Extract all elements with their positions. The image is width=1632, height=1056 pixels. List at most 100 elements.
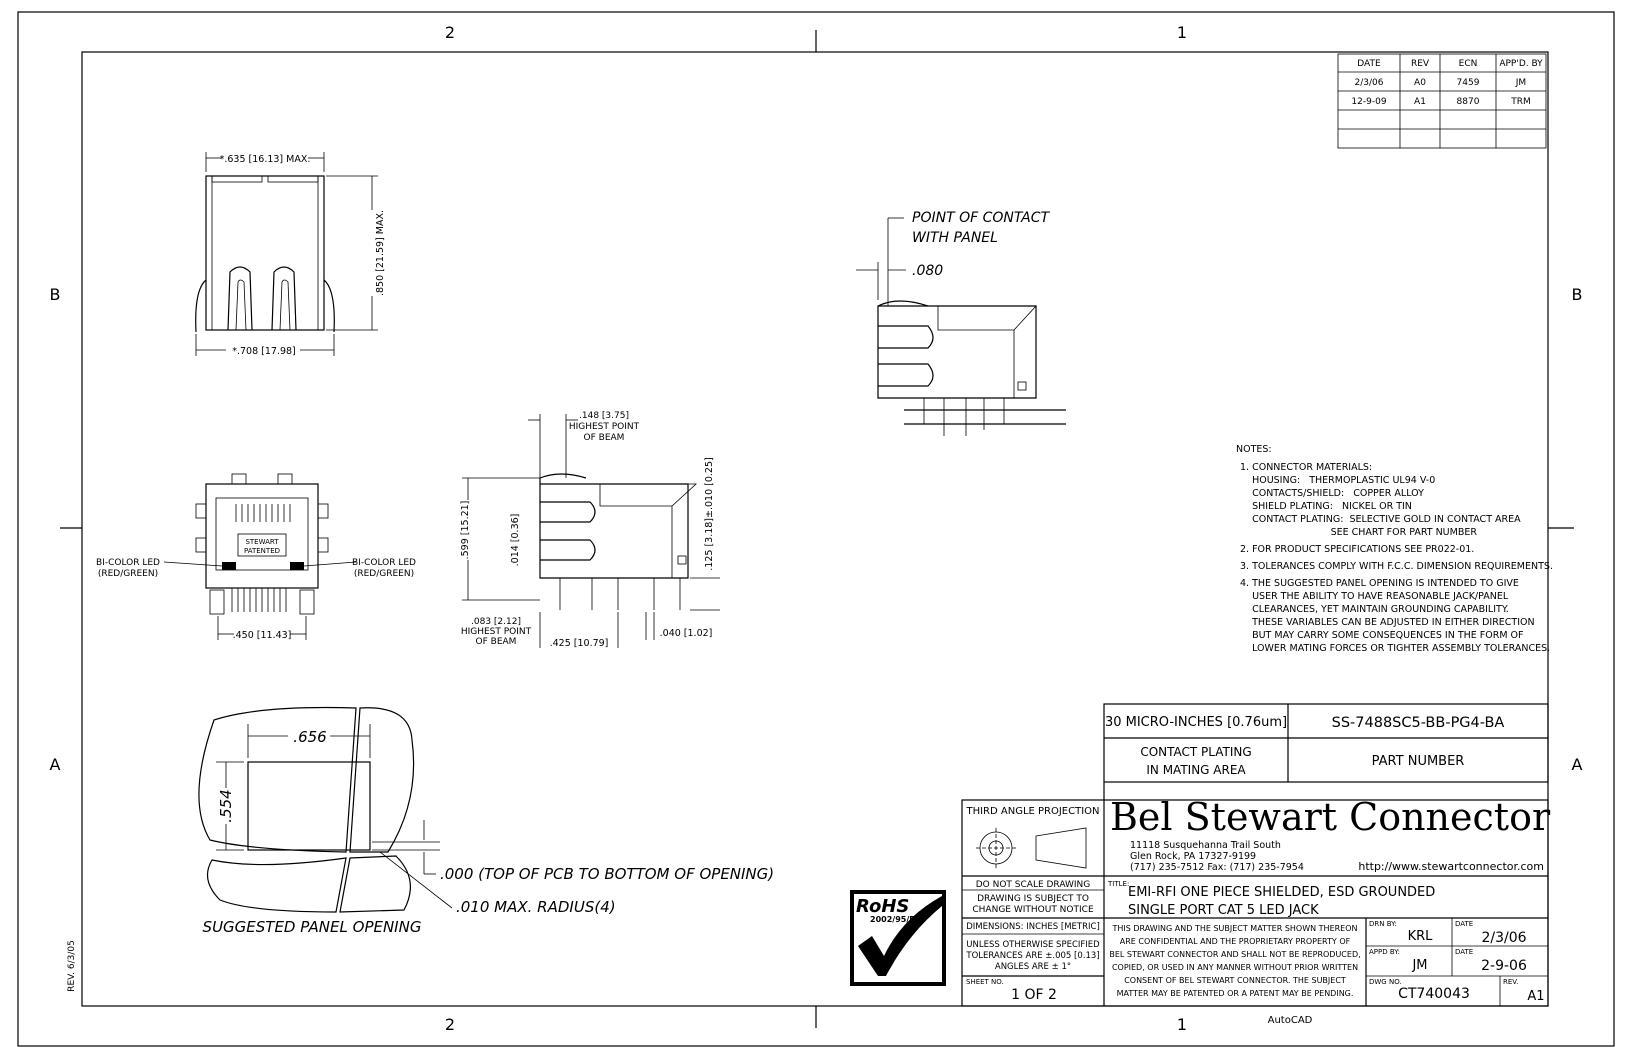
autocad-label: AutoCAD xyxy=(1268,1015,1313,1026)
rohs-logo: RoHS 2002/95/EC xyxy=(850,890,946,986)
confidential-line: BEL STEWART CONNECTOR AND SHALL NOT BE R… xyxy=(1109,950,1360,959)
side-ofbeam-2: OF BEAM xyxy=(476,637,517,647)
revision-table: DATE REV ECN APP'D. BY 2/3/06 A0 7459 JM… xyxy=(1337,53,1547,149)
led-left xyxy=(222,562,236,570)
side-dim-125: .125 [3.18]±.010 [0.25] xyxy=(704,457,715,570)
appd-by: JM xyxy=(1411,958,1427,973)
sheet-label: SHEET NO. xyxy=(966,978,1004,986)
rev-cell: 2/3/06 xyxy=(1355,78,1384,88)
note-line: CLEARANCES, YET MAINTAIN GROUNDING CAPAB… xyxy=(1240,604,1509,615)
appd-by-label: APPD BY: xyxy=(1369,948,1400,956)
rev-cell: A1 xyxy=(1414,97,1426,107)
bottom-patented: PATENTED xyxy=(244,547,280,555)
tolerance-3: ANGLES ARE ± 1° xyxy=(995,962,1071,972)
note-line: 2. FOR PRODUCT SPECIFICATIONS SEE PR022-… xyxy=(1240,544,1474,555)
panel-dim-000: .000 (TOP OF PCB TO BOTTOM OF OPENING) xyxy=(440,865,774,883)
confidential-line: MATTER MAY BE PATENTED OR A PATENT MAY B… xyxy=(1117,989,1354,998)
note-line: CONTACT PLATING: SELECTIVE GOLD IN CONTA… xyxy=(1240,514,1521,525)
tolerance-1: UNLESS OTHERWISE SPECIFIED xyxy=(966,940,1100,950)
note-line: 3. TOLERANCES COMPLY WITH F.C.C. DIMENSI… xyxy=(1240,561,1553,572)
led-right-label-1: BI-COLOR LED xyxy=(352,558,416,568)
note-line: 1. CONNECTOR MATERIALS: xyxy=(1240,462,1372,473)
rev-header-rev: REV xyxy=(1411,59,1430,69)
confidential-line: COPIED, OR USED IN ANY MANNER WITHOUT PR… xyxy=(1112,963,1358,972)
rev-value: A1 xyxy=(1527,989,1544,1004)
note-line: USER THE ABILITY TO HAVE REASONABLE JACK… xyxy=(1240,591,1509,602)
inner-border xyxy=(81,51,1549,1007)
date-label-1: DATE xyxy=(1455,920,1473,928)
side-view: .148 [3.75] HIGHEST POINT OF BEAM .599 [… xyxy=(460,411,720,649)
part-number-value: SS-7488SC5-BB-PG4-BA xyxy=(1332,715,1505,731)
note-line: SEE CHART FOR PART NUMBER xyxy=(1240,527,1477,538)
front-dim-bottom: *.708 [17.98] xyxy=(232,346,296,357)
bottom-dim-pitch: .450 [11.43] xyxy=(233,630,292,641)
contact-point-label: POINT OF CONTACT xyxy=(912,210,1050,226)
zone-label-bottom-1: 1 xyxy=(1177,1015,1187,1034)
address-2: Glen Rock, PA 17327-9199 xyxy=(1130,851,1256,862)
drawing-title-1: EMI-RFI ONE PIECE SHIELDED, ESD GROUNDED xyxy=(1128,885,1435,900)
title-label: TITLE: xyxy=(1107,880,1129,888)
confidential-line: THIS DRAWING AND THE SUBJECT MATTER SHOW… xyxy=(1111,924,1357,933)
panel-dim-656: .656 xyxy=(293,728,326,746)
side-beam-bottom: .083 [2.12] xyxy=(471,617,521,627)
contact-dim-080: .080 xyxy=(912,263,943,279)
zone-label-bottom-2: 2 xyxy=(445,1015,455,1034)
tolerance-2: TOLERANCES ARE ±.005 [0.13] xyxy=(965,951,1099,961)
zone-label-top-2: 2 xyxy=(445,23,455,42)
projection-label: THIRD ANGLE PROJECTION xyxy=(965,806,1099,817)
date-1: 2/3/06 xyxy=(1481,930,1526,946)
change-note-2: CHANGE WITHOUT NOTICE xyxy=(972,905,1094,915)
note-line: 4. THE SUGGESTED PANEL OPENING IS INTEND… xyxy=(1240,578,1519,589)
side-beam-top: .148 [3.75] xyxy=(579,411,629,421)
drawing-title-2: SINGLE PORT CAT 5 LED JACK xyxy=(1128,903,1319,918)
rohs-text: RoHS xyxy=(856,896,909,917)
zone-label-left-a: A xyxy=(50,755,61,774)
note-line: BUT MAY CARRY SOME CONSEQUENCES IN THE F… xyxy=(1240,630,1524,641)
front-dim-top: *.635 [16.13] MAX. xyxy=(220,154,311,165)
website: http://www.stewartconnector.com xyxy=(1358,860,1544,873)
address-1: 11118 Susquehanna Trail South xyxy=(1130,840,1281,851)
notes-heading: NOTES: xyxy=(1236,444,1272,455)
part-number-label: PART NUMBER xyxy=(1372,754,1465,769)
plating-label-1: CONTACT PLATING xyxy=(1140,745,1251,759)
rev-cell: A0 xyxy=(1414,78,1426,88)
projection-symbol xyxy=(976,827,1087,869)
title-block: THIRD ANGLE PROJECTION Bel Stewart Conne… xyxy=(961,782,1551,1007)
side-ofbeam-1: OF BEAM xyxy=(584,433,625,443)
front-dim-height: .850 [21.59] MAX. xyxy=(375,210,386,296)
rev-cell: TRM xyxy=(1510,97,1531,107)
note-line: THESE VARIABLES CAN BE ADJUSTED IN EITHE… xyxy=(1240,617,1535,628)
side-dim-040: .040 [1.02] xyxy=(660,628,713,639)
bottom-view: STEWART PATENTED BI-COLOR LED (RED/GREEN… xyxy=(96,473,416,641)
drn-by-label: DRN BY: xyxy=(1369,920,1397,928)
change-note-1: DRAWING IS SUBJECT TO xyxy=(977,894,1089,904)
side-dim-014: .014 [0.36] xyxy=(510,514,521,567)
zone-label-top-1: 1 xyxy=(1177,23,1187,42)
rev-cell: 7459 xyxy=(1457,78,1480,88)
rohs-directive: 2002/95/EC xyxy=(870,915,921,924)
led-right xyxy=(290,562,304,570)
date-label-2: DATE xyxy=(1455,948,1473,956)
confidential-line: CONSENT OF BEL STEWART CONNECTOR. THE SU… xyxy=(1124,976,1346,985)
bottom-stewart: STEWART xyxy=(245,538,279,546)
panel-opening-rect xyxy=(247,761,371,851)
dwg-no: CT740043 xyxy=(1398,986,1470,1002)
rev-header-ecn: ECN xyxy=(1459,59,1478,69)
panel-dim-radius: .010 MAX. RADIUS(4) xyxy=(456,898,616,916)
note-line: LOWER MATING FORCES OR TIGHTER ASSEMBLY … xyxy=(1240,643,1550,654)
rev-header-date: DATE xyxy=(1357,59,1381,69)
contact-view: POINT OF CONTACT WITH PANEL .080 xyxy=(856,210,1066,436)
zone-label-right-a: A xyxy=(1572,755,1583,774)
side-dim-425: .425 [10.79] xyxy=(550,638,609,649)
note-line: HOUSING: THERMOPLASTIC UL94 V-0 xyxy=(1240,475,1435,486)
front-view: *.635 [16.13] MAX. .850 [21.59] MAX. *.7… xyxy=(195,152,386,357)
dimensions-note: DIMENSIONS: INCHES [METRIC] xyxy=(966,922,1100,932)
led-right-label-2: (RED/GREEN) xyxy=(354,569,414,579)
company-name: Bel Stewart Connector xyxy=(1110,795,1551,839)
zone-label-right-b: B xyxy=(1572,285,1583,304)
drn-by: KRL xyxy=(1408,929,1434,944)
side-highest-2: HIGHEST POINT xyxy=(461,627,532,637)
rev-label: REV. xyxy=(1503,978,1518,986)
address-3: (717) 235-7512 Fax: (717) 235-7954 xyxy=(1130,862,1304,873)
